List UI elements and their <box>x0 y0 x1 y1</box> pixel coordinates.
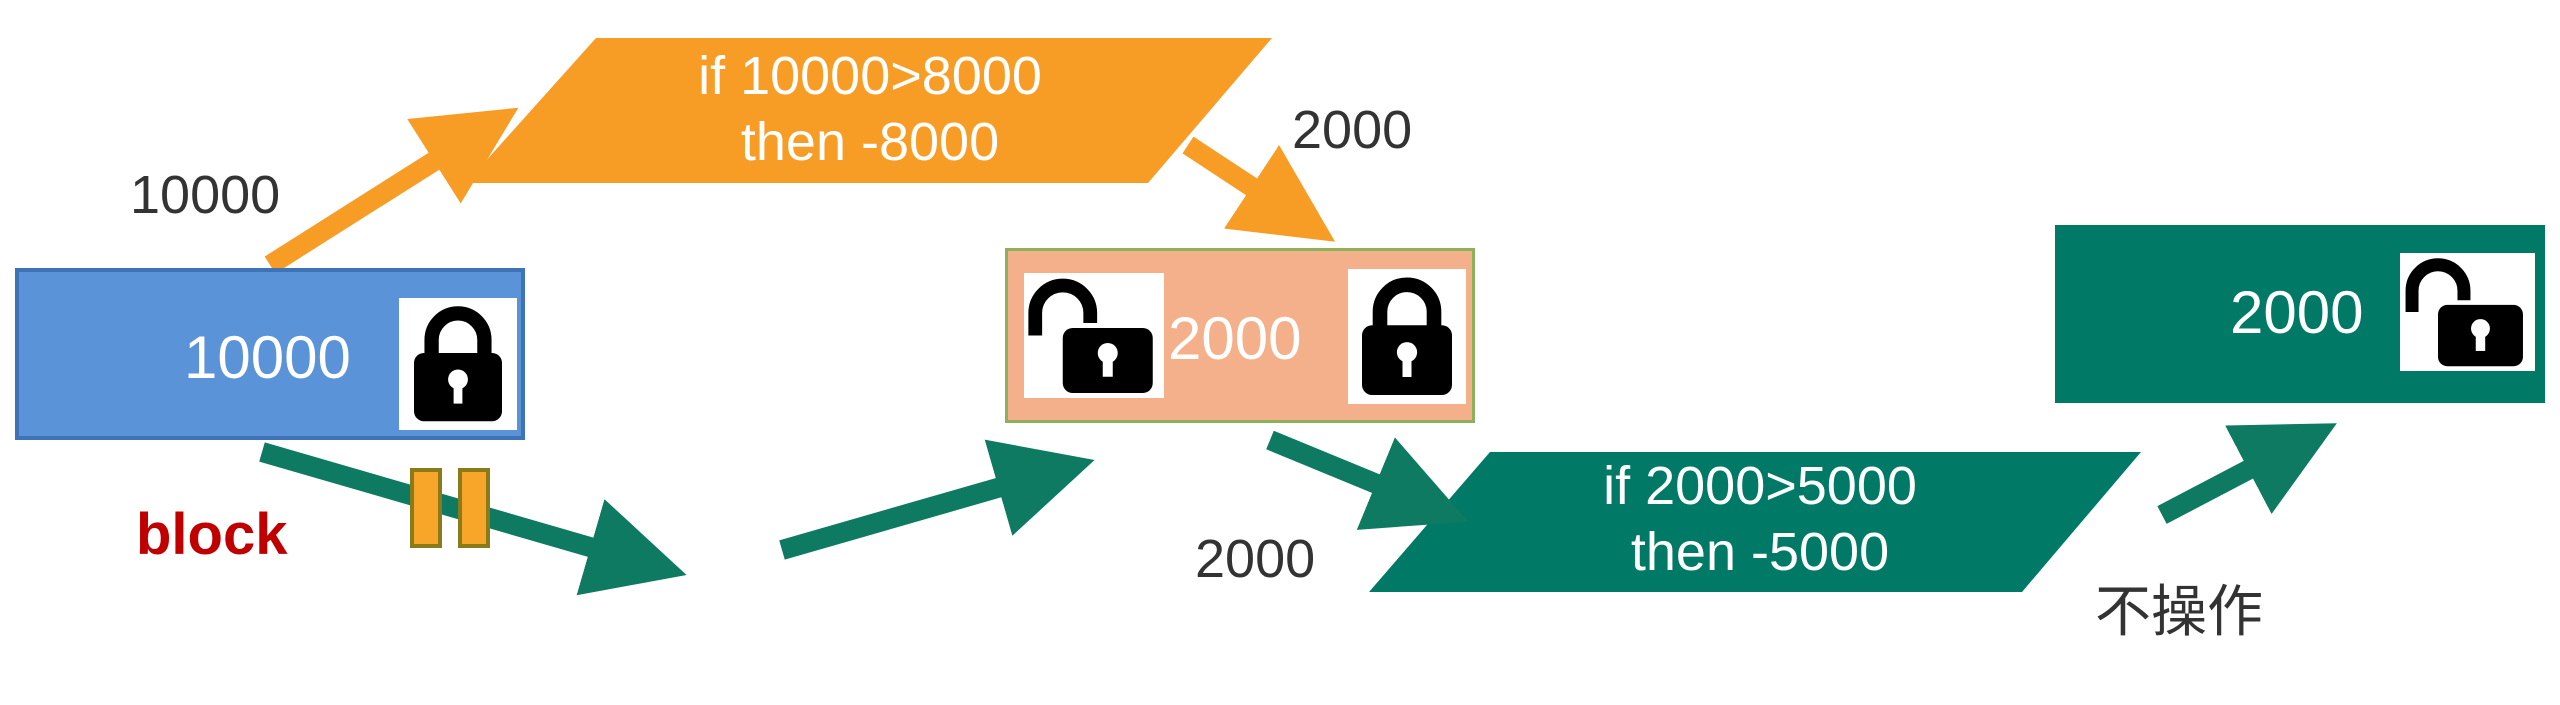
block-barrier-icon <box>410 468 490 548</box>
arrow-transaction1-to-middle <box>1182 136 1336 242</box>
result-account-value: 2000 <box>2230 279 2364 346</box>
arrow-source-to-transaction1 <box>264 107 519 274</box>
closed-lock-icon <box>399 298 517 430</box>
transaction1-line2: then -8000 <box>740 111 1000 172</box>
middle-account-value: 2000 <box>1168 305 1302 372</box>
closed-lock-icon <box>1348 269 1466 404</box>
block-label: block <box>136 502 288 567</box>
transaction2-parallelogram <box>1369 452 2141 592</box>
source-account-value: 10000 <box>184 324 351 391</box>
t1-input-amount: 10000 <box>130 165 281 225</box>
arrow-to-middle <box>779 439 1095 560</box>
arrow-source-blocked <box>259 442 687 596</box>
transaction1-line1: if 10000>8000 <box>698 46 1042 106</box>
transaction2-line2: then -5000 <box>1630 521 1890 582</box>
transaction2-line1: if 2000>5000 <box>1603 456 1917 516</box>
arrow-middle-to-transaction2 <box>1266 430 1469 530</box>
transaction1-parallelogram <box>466 38 1272 183</box>
open-lock-icon <box>2400 253 2535 371</box>
source-account-box: 10000 <box>15 268 525 440</box>
arrow-transaction2-to-result <box>2157 423 2337 524</box>
result-account-box: 2000 <box>2055 225 2545 403</box>
t1-output-amount: 2000 <box>1292 100 1413 160</box>
transaction2-condition: if 2000>5000 then -5000 <box>1450 454 2070 586</box>
open-lock-icon <box>1024 273 1164 398</box>
transaction1-condition: if 10000>8000 then -8000 <box>560 44 1180 176</box>
middle-account-box: 2000 <box>1005 248 1475 423</box>
t2-input-amount: 2000 <box>1195 529 1316 589</box>
no-operation-label: 不操作 <box>2095 580 2263 645</box>
